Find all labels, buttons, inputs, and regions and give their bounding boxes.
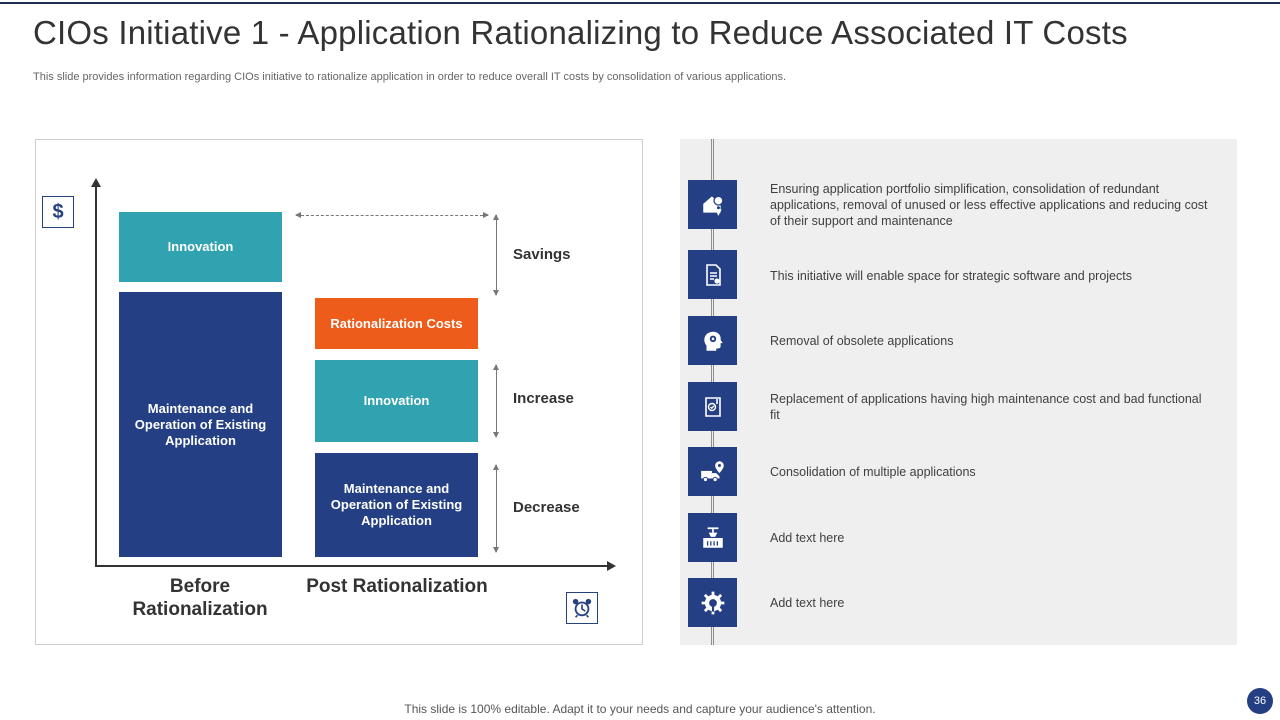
checklist-icon-graphic (704, 396, 721, 417)
initiative-text-7: Add text here (770, 596, 845, 610)
decrease-dimension (493, 464, 499, 553)
savings-dimension (493, 214, 499, 296)
before-maintenance-block: Maintenance and Operation of Existing Ap… (119, 292, 282, 557)
y-axis (95, 186, 97, 567)
alarm-clock-icon (566, 592, 598, 624)
decrease-label: Decrease (513, 499, 580, 516)
initiative-text-4: Replacement of applications having high … (770, 392, 1202, 422)
alarm-clock-icon-graphic (572, 598, 592, 618)
dollar-icon: $ (42, 196, 74, 228)
increase-dimension (493, 364, 499, 438)
initiative-text-5: Consolidation of multiple applications (770, 465, 976, 479)
savings-horizontal-dimension (295, 212, 489, 218)
initiative-text-3: Removal of obsolete applications (770, 334, 954, 348)
house-location-icon (688, 180, 737, 229)
x-axis-arrow (607, 561, 616, 571)
initiative-text-6: Add text here (770, 531, 845, 545)
post-innovation-block: Innovation (315, 360, 478, 442)
checklist-icon (688, 382, 737, 431)
head-gear-icon (688, 316, 737, 365)
savings-label: Savings (513, 246, 571, 263)
delivery-truck-location-icon (688, 447, 737, 496)
document-settings-icon (688, 250, 737, 299)
cost-comparison-diagram: $ Innovation Maintenance and Operation o… (35, 139, 643, 645)
post-rationalization-costs-block: Rationalization Costs (315, 298, 478, 349)
gear-wrench-icon-graphic (701, 591, 724, 614)
increase-label: Increase (513, 390, 574, 407)
page-subtitle: This slide provides information regardin… (33, 71, 787, 83)
x-axis (95, 565, 609, 567)
top-rule (0, 2, 1280, 4)
before-rationalization-label: Before Rationalization (132, 576, 268, 620)
post-rationalization-label: Post Rationalization (306, 576, 488, 597)
house-location-icon-graphic (702, 195, 723, 216)
delivery-truck-location-icon-graphic (700, 460, 724, 482)
package-scale-icon-graphic (702, 526, 723, 548)
page-number-badge: 36 (1247, 688, 1273, 714)
footer-note: This slide is 100% editable. Adapt it to… (404, 702, 876, 716)
before-innovation-block: Innovation (119, 212, 282, 282)
package-scale-icon (688, 513, 737, 562)
post-maintenance-block: Maintenance and Operation of Existing Ap… (315, 453, 478, 557)
initiative-text-2: This initiative will enable space for st… (770, 269, 1132, 283)
initiative-text-1: Ensuring application portfolio simplific… (770, 182, 1208, 228)
y-axis-arrow (91, 178, 101, 187)
head-gear-icon-graphic (703, 331, 723, 351)
document-settings-icon-graphic (705, 263, 721, 286)
page-title: CIOs Initiative 1 - Application Rational… (33, 14, 1128, 51)
initiatives-panel: Ensuring application portfolio simplific… (680, 139, 1237, 645)
gear-wrench-icon (688, 578, 737, 627)
